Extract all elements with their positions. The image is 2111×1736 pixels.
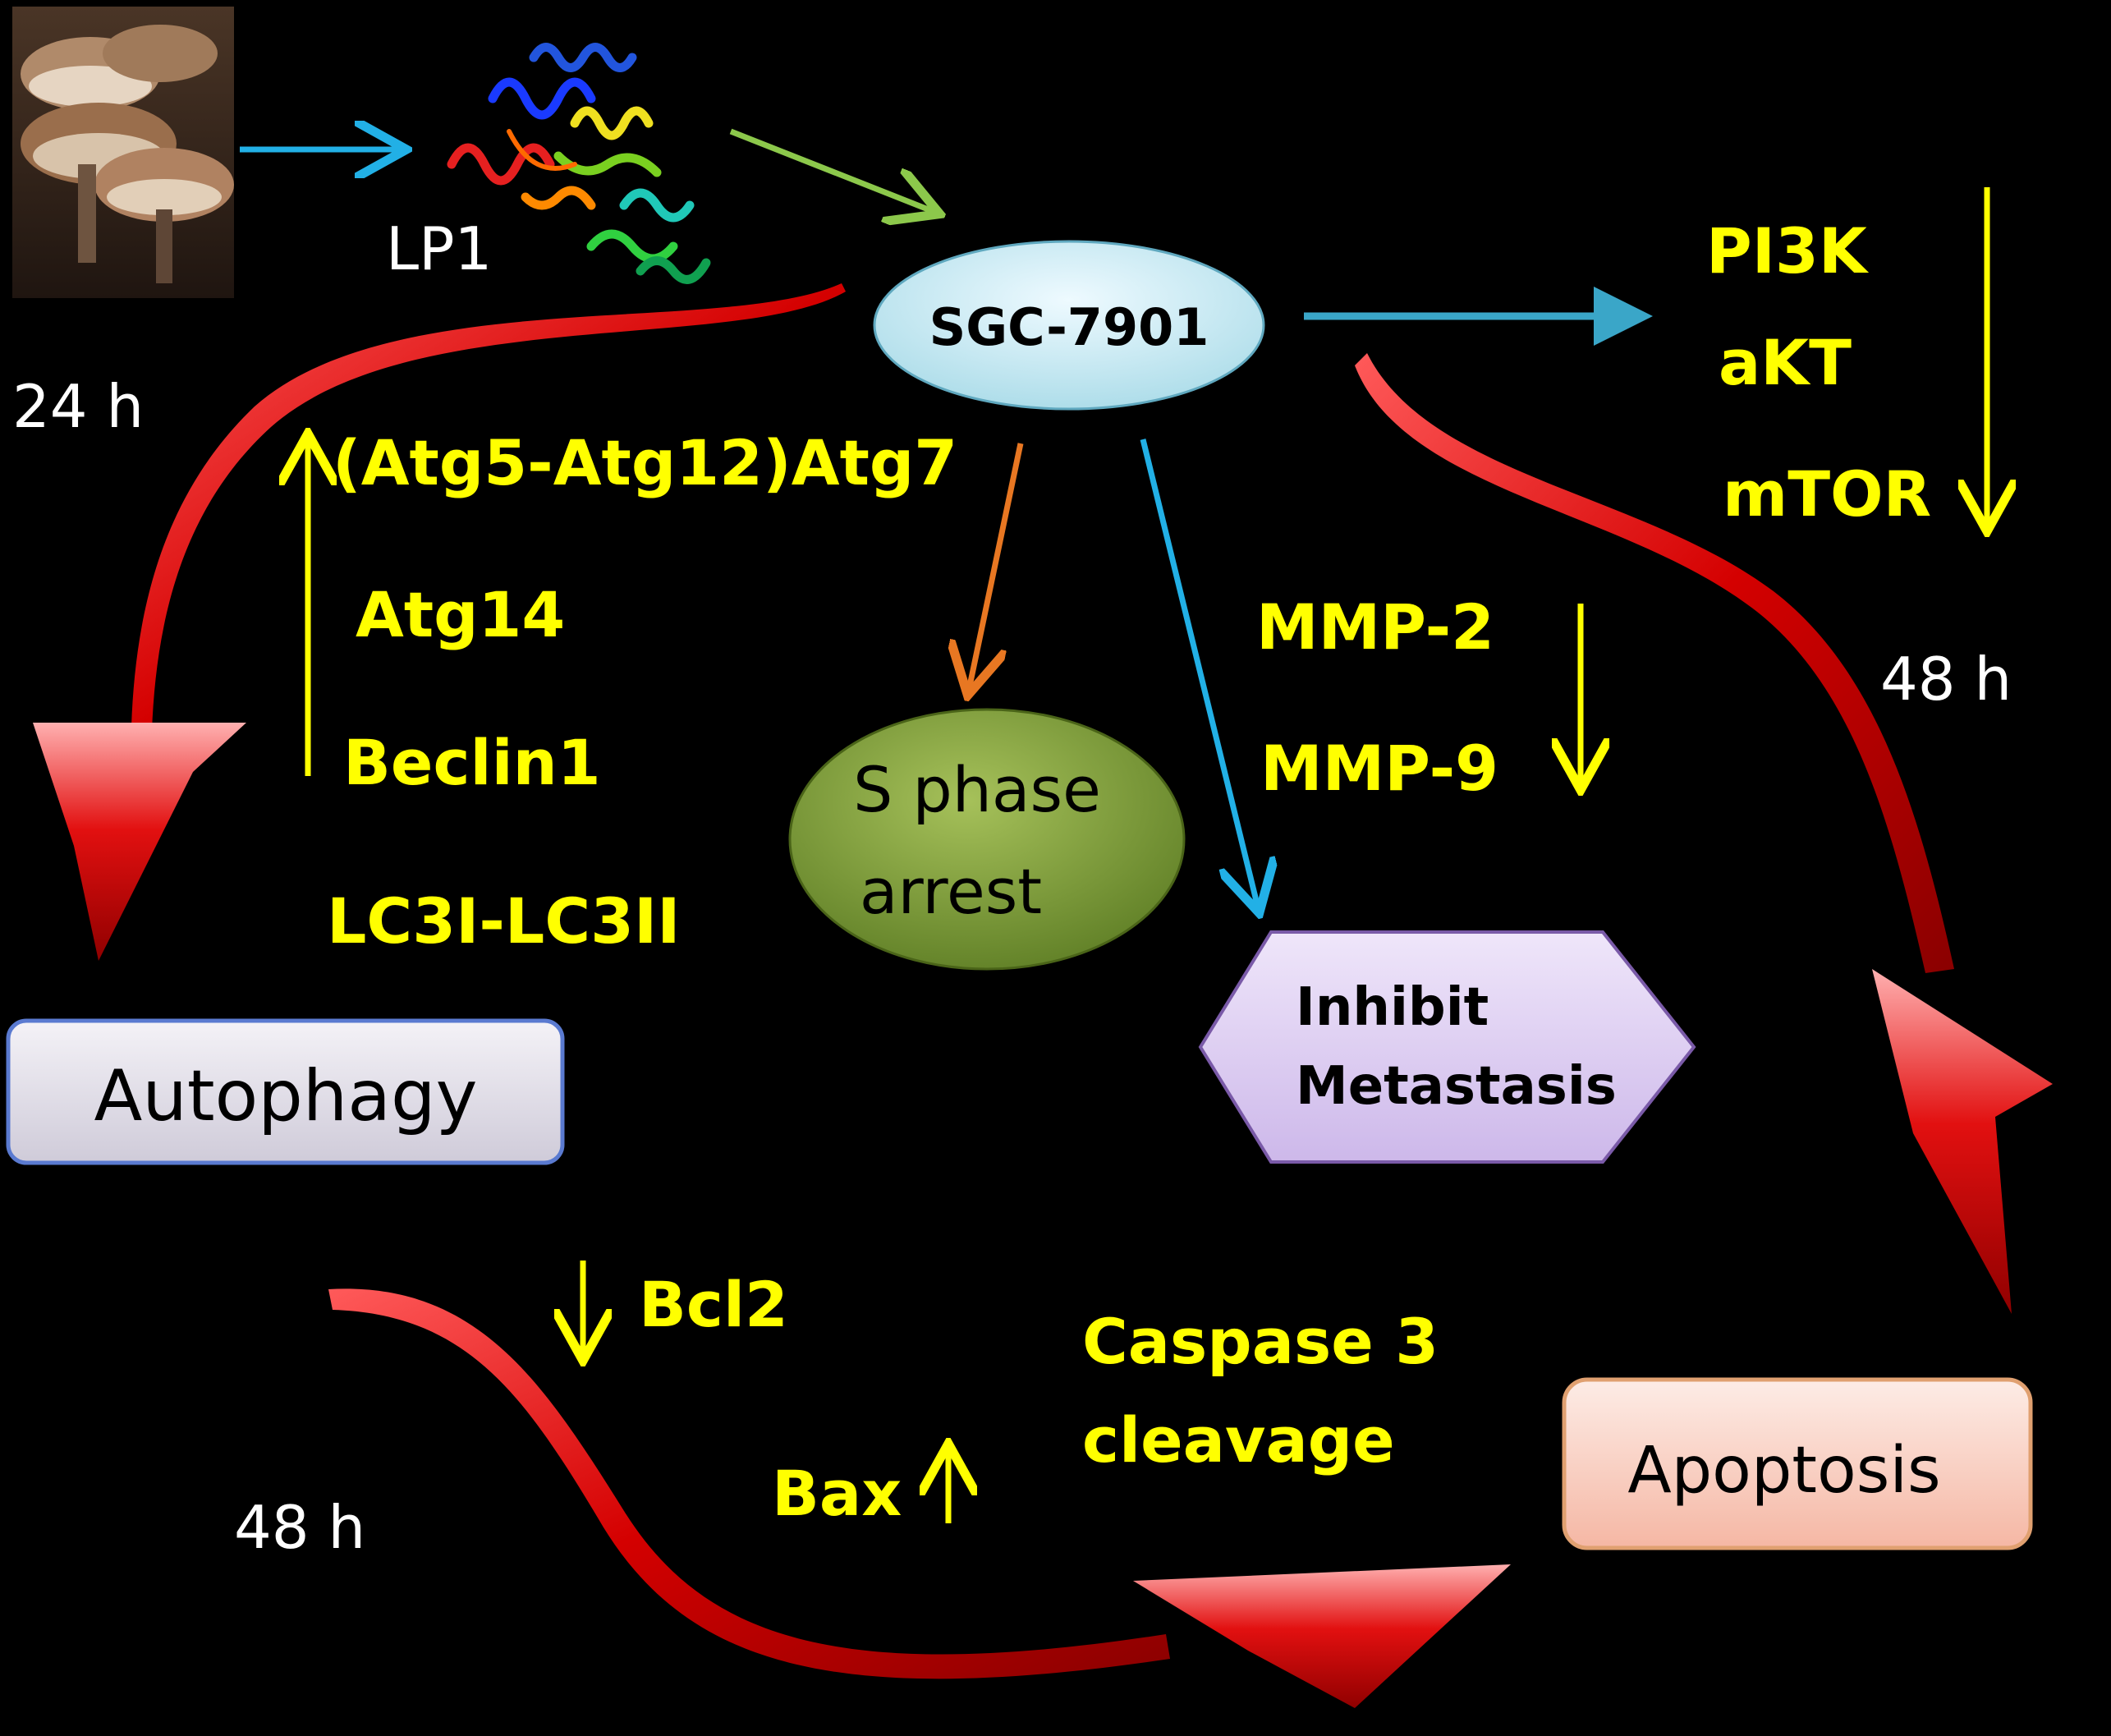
time-label-48h-bottom: 48 h	[234, 1493, 365, 1562]
s-phase-label-line2: arrest	[860, 855, 1042, 928]
apoptosis-bottom-red-arrow	[328, 1288, 1511, 1708]
s-phase-label-line1: S phase	[853, 753, 1101, 826]
marker-atg5-atg12-atg7: (Atg5-Atg12)Atg7	[333, 426, 957, 499]
autophagy-red-arrow	[33, 283, 846, 961]
autophagy-label: Autophagy	[94, 1055, 478, 1137]
marker-bcl2: Bcl2	[639, 1268, 788, 1341]
marker-caspase3: Caspase 3	[1082, 1305, 1439, 1378]
lp1-to-cell-arrow	[729, 128, 934, 212]
apoptosis-node	[1562, 1377, 2033, 1550]
autophagy-node	[6, 1018, 565, 1165]
marker-bax: Bax	[772, 1457, 902, 1530]
marker-mtor: mTOR	[1723, 457, 1931, 530]
apoptosis-label: Apoptosis	[1627, 1434, 1940, 1508]
marker-pi3k: PI3K	[1706, 214, 1870, 287]
lp1-label: LP1	[386, 214, 492, 283]
marker-mmp2: MMP-2	[1256, 590, 1494, 664]
cell-to-metastasis-arrow	[1140, 439, 1258, 907]
s-phase-arrest-node	[788, 708, 1186, 971]
metastasis-label-line2: Metastasis	[1296, 1056, 1617, 1117]
marker-caspase-cleavage: cleavage	[1082, 1403, 1395, 1477]
cell-to-sphase-arrow	[969, 443, 1024, 690]
inhibit-metastasis-node	[1198, 930, 1696, 1164]
time-label-48h-right: 48 h	[1880, 645, 2012, 714]
metastasis-label-line1: Inhibit	[1296, 977, 1489, 1038]
marker-mmp9: MMP-9	[1260, 732, 1498, 805]
time-label-24h: 24 h	[12, 372, 144, 441]
marker-akt: aKT	[1719, 326, 1852, 399]
mushroom-image	[12, 7, 234, 298]
marker-beclin1: Beclin1	[343, 726, 601, 799]
marker-lc3i-lc3ii: LC3I-LC3II	[327, 884, 681, 958]
protein-structure-image	[447, 43, 711, 284]
marker-atg14: Atg14	[356, 578, 565, 651]
apoptosis-right-red-arrow	[1355, 353, 2053, 1314]
sgc7901-label: SGC-7901	[929, 297, 1209, 357]
sgc7901-cell-node	[873, 240, 1265, 411]
